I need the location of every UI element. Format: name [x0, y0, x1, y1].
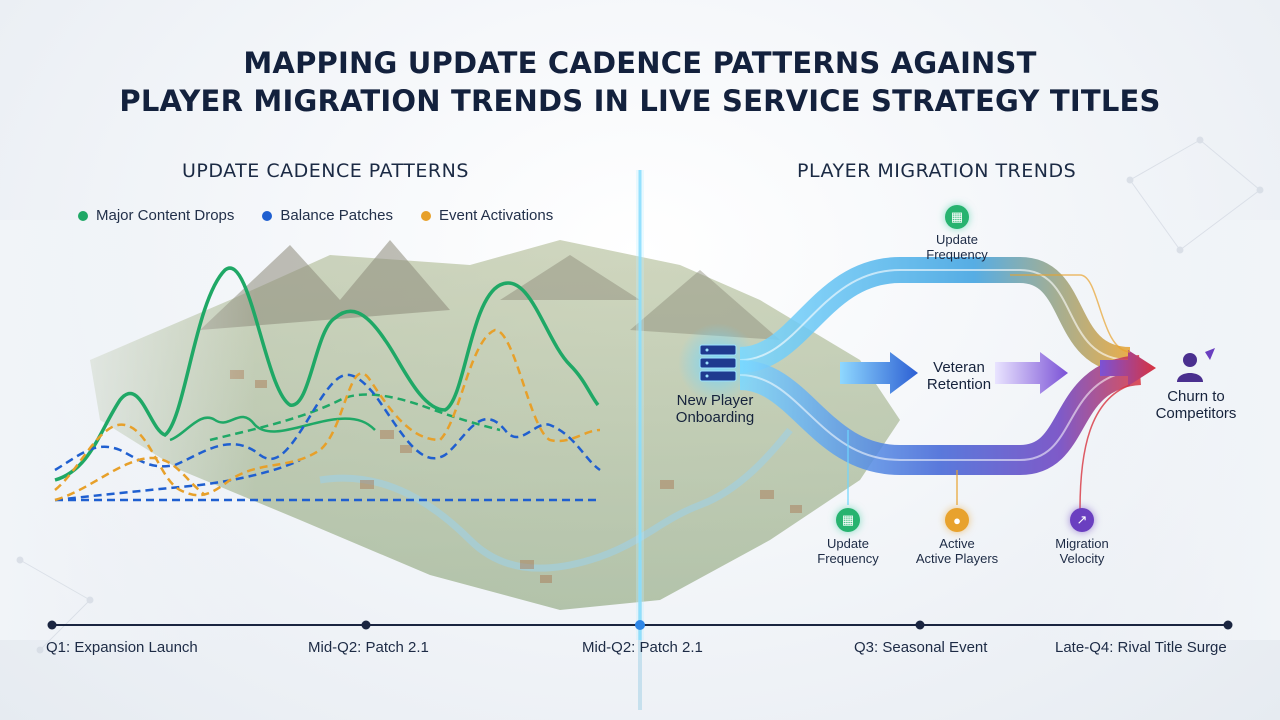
- legend-label: Balance Patches: [280, 207, 393, 224]
- balance-patches-line: [54, 373, 601, 472]
- bottom-metric-line1: Active: [939, 536, 975, 551]
- timeline-label-q3: Q3: Seasonal Event: [854, 639, 988, 656]
- bottom-metric-line2: Frequency: [817, 551, 879, 566]
- legend-item-major-content-drops: Major Content Drops: [78, 207, 234, 224]
- timeline-dot: [1223, 620, 1233, 630]
- page-title: MAPPING UPDATE CADENCE PATTERNS AGAINST …: [0, 44, 1280, 120]
- legend-label: Event Activations: [438, 207, 554, 224]
- bottom-metric-migration-velocity: Migration Velocity: [1026, 536, 1138, 566]
- source-node-line1: New Player: [676, 392, 754, 409]
- timeline-label-late-q4: Late-Q4: Rival Title Surge: [1055, 639, 1227, 656]
- blue-dot-icon: [262, 210, 273, 221]
- title-line-2: PLAYER MIGRATION TRENDS IN LIVE SERVICE …: [119, 84, 1161, 118]
- middle-node-line1: Veteran: [933, 359, 985, 376]
- target-node-label: Churn to Competitors: [1136, 388, 1256, 422]
- timeline-label-q1: Q1: Expansion Launch: [46, 639, 198, 656]
- chart-legend: Major Content Drops Balance Patches Even…: [78, 207, 553, 224]
- timeline-dot: [915, 620, 925, 630]
- bottom-metric-update-frequency: Update Frequency: [792, 536, 904, 566]
- user-icon: ●: [945, 508, 969, 532]
- legend-item-balance-patches: Balance Patches: [262, 207, 393, 224]
- timeline-label-mid-q2-b: Mid-Q2: Patch 2.1: [582, 639, 703, 656]
- timeline-dot: [635, 620, 645, 630]
- major-content-drops-line: [54, 266, 600, 482]
- bottom-metric-line1: Update: [827, 536, 869, 551]
- source-node-line2: Onboarding: [675, 409, 755, 426]
- event-activations-line: [54, 328, 601, 497]
- top-metric-label: Update Frequency: [900, 232, 1014, 262]
- major-content-drops-dashed: [209, 393, 501, 442]
- timeline-dot: [47, 620, 57, 630]
- users-icon: [1177, 348, 1215, 382]
- calendar-icon: ▦: [836, 508, 860, 532]
- title-line-1: MAPPING UPDATE CADENCE PATTERNS AGAINST: [243, 46, 1037, 80]
- timeline-label-mid-q2-a: Mid-Q2: Patch 2.1: [308, 639, 429, 656]
- legend-item-event-activations: Event Activations: [420, 207, 554, 224]
- trend-icon: ↗: [1070, 508, 1094, 532]
- middle-node-label: Veteran Retention: [900, 359, 1018, 393]
- server-icon: [699, 344, 737, 382]
- top-metric-line2: Frequency: [926, 247, 988, 262]
- timeline-dot: [361, 620, 371, 630]
- bottom-metric-line2: Velocity: [1059, 551, 1105, 566]
- right-section-heading: PLAYER MIGRATION TRENDS: [797, 160, 1077, 182]
- target-node-line2: Competitors: [1155, 405, 1237, 422]
- middle-node-line2: Retention: [926, 376, 992, 393]
- calendar-icon: ▦: [945, 205, 969, 229]
- bottom-metric-line1: Migration: [1055, 536, 1109, 551]
- source-node-label: New Player Onboarding: [655, 392, 775, 426]
- legend-label: Major Content Drops: [96, 207, 235, 224]
- target-node-line1: Churn to: [1167, 388, 1225, 405]
- green-dot-icon: [78, 210, 88, 221]
- top-metric-line1: Update: [936, 232, 978, 247]
- bottom-metric-line2: Active Players: [915, 551, 999, 566]
- bottom-metric-active-players: Active Active Players: [900, 536, 1014, 566]
- orange-dot-icon: [420, 210, 431, 221]
- left-section-heading: UPDATE CADENCE PATTERNS: [182, 160, 469, 182]
